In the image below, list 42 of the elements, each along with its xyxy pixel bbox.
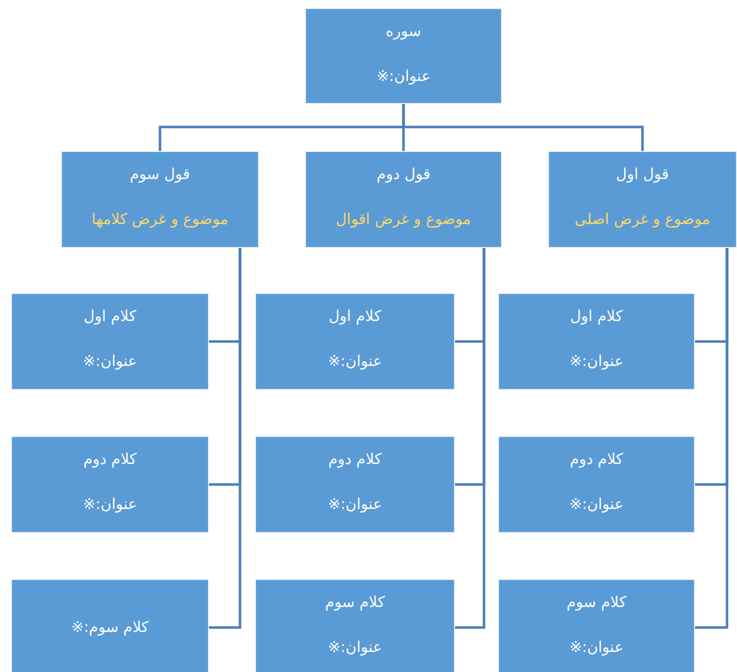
box-subtitle: عنوان:※ bbox=[82, 351, 138, 371]
box-title: سوره bbox=[384, 21, 422, 41]
root-box bbox=[305, 8, 502, 104]
box-title: کلام دوم bbox=[568, 449, 624, 469]
item-box bbox=[11, 293, 209, 390]
section-box bbox=[548, 151, 737, 248]
box-title: قول اول bbox=[615, 164, 670, 184]
box-title: کلام سوم bbox=[566, 592, 628, 612]
connector-line bbox=[455, 248, 486, 629]
connector-line bbox=[158, 104, 405, 151]
item-box bbox=[255, 579, 455, 672]
box-subtitle: عنوان:※ bbox=[326, 351, 384, 371]
box-subtitle: عنوان:※ bbox=[326, 494, 384, 514]
box-title: کلام اول bbox=[82, 306, 138, 326]
item-box bbox=[255, 436, 455, 533]
box-subtitle: عنوان:※ bbox=[375, 66, 432, 86]
item-box bbox=[498, 436, 695, 533]
connector-line bbox=[209, 248, 242, 629]
box-title: کلام سوم bbox=[324, 592, 386, 612]
box-subtitle: موضوع و غرض اقوال bbox=[334, 209, 472, 229]
section-box bbox=[305, 151, 502, 248]
section-box bbox=[61, 151, 259, 248]
connector-line bbox=[695, 248, 728, 629]
item-box bbox=[498, 579, 695, 672]
box-title: کلام دوم bbox=[82, 449, 138, 469]
item-box bbox=[11, 436, 209, 533]
box-subtitle: عنوان:※ bbox=[568, 637, 625, 657]
box-subtitle: عنوان:※ bbox=[82, 494, 138, 514]
box-subtitle: عنوان:※ bbox=[326, 637, 384, 657]
box-subtitle: موضوع و غرض اصلی bbox=[574, 209, 712, 229]
box-title: کلام سوم:※ bbox=[70, 616, 150, 636]
item-box bbox=[11, 579, 209, 672]
box-title: قول سوم bbox=[128, 164, 192, 184]
box-title: کلام اول bbox=[328, 306, 382, 326]
box-title: قول دوم bbox=[376, 164, 432, 184]
box-subtitle: موضوع و غرض کلامها bbox=[90, 209, 230, 229]
item-box bbox=[498, 293, 695, 390]
box-title: کلام دوم bbox=[327, 449, 383, 469]
box-subtitle: عنوان:※ bbox=[568, 494, 625, 514]
box-subtitle: عنوان:※ bbox=[568, 351, 625, 371]
box-title: کلام اول bbox=[569, 306, 624, 326]
item-box bbox=[255, 293, 455, 390]
